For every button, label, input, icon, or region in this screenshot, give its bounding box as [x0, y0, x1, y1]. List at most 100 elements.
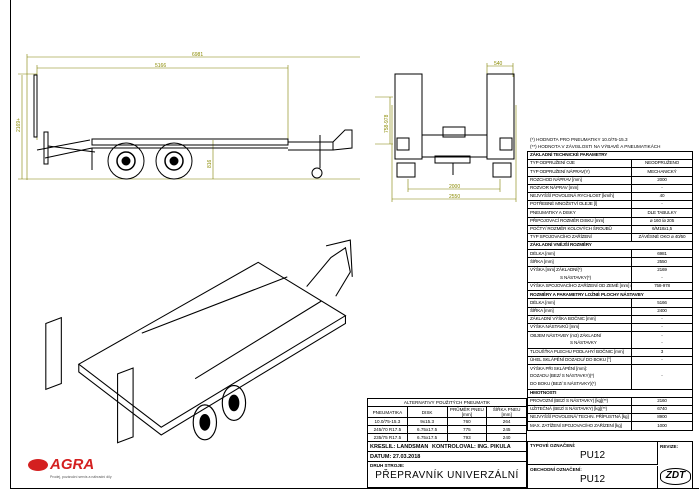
drawn-by: LANDSMAN — [396, 444, 429, 450]
param-label: POČTY/ ROZMĚR KOLOVÝCH ŠROUBŮ — [528, 225, 632, 233]
date-row: DATUM: 27.03.2018 — [368, 452, 526, 462]
param-value: 2160 — [657, 397, 667, 403]
param-value: ZÁVĚSNÉ OKO ø 40/50 — [638, 234, 686, 240]
param-label: DÉLKA [mm] — [528, 250, 632, 258]
cell: 9x15.3 — [408, 418, 448, 425]
param-value: - — [661, 316, 663, 322]
agra-logo: AGRA Prodej, pozáruční servis a náhradní… — [28, 457, 138, 483]
param-label: POTŘEBNÉ MNOŽSTVÍ OLEJE [l] — [528, 201, 632, 209]
param-value: 758-978 — [654, 283, 670, 289]
ramp-width-dim: 540 — [494, 61, 503, 67]
param-value: 3 — [660, 348, 664, 354]
param-value: 6/M18x1,5 — [651, 225, 673, 231]
trade-designation-label: OBCHODNÍ OZNAČENÍ: — [530, 467, 582, 472]
param-label: VÝŠKA NÁSTAVKŮ [mm] — [528, 323, 632, 332]
cell: 264 — [502, 419, 511, 424]
param-value: - — [661, 185, 663, 191]
param-value: 2169 — [657, 267, 667, 273]
param-label: ROZVOR NÁPRAV [mm] — [528, 184, 632, 192]
technical-parameters-table: ZÁKLADNÍ TECHNICKÉ PARAMETRY TYP ODPRUŽE… — [527, 151, 693, 432]
param-value: - — [661, 373, 663, 379]
param-label-line: VÝŠKA PŘI SKLÁPĚNÍ [mm]: — [530, 365, 587, 371]
note-2: (**) HODNOTA V ZÁVISLOSTI NA VÝBAVĚ A PN… — [530, 144, 661, 149]
param-label-line: DO BOKU (BEZ/ S NÁSTAVKY)(*) — [530, 381, 596, 387]
param-value: DLE TABULKY — [647, 209, 677, 215]
tyre-alternatives-table: ALTERNATIVY POUŽITÝCH PNEUMATIK PNEUMATI… — [367, 398, 527, 488]
header-cell: ŠÍŘKA PNEU [mm] — [492, 407, 521, 417]
agra-name: AGRA — [50, 456, 95, 473]
param-value: 5166 — [657, 299, 667, 305]
wheel-icon — [107, 142, 193, 180]
agra-tagline: Prodej, pozáruční servis a náhradní díly — [50, 475, 112, 479]
header-cell: DISK — [408, 407, 448, 417]
param-label-line: S NÁSTAVKY — [570, 340, 597, 346]
date-label: DATUM: — [370, 454, 392, 460]
cell: 10.0/75-15.3 — [368, 418, 408, 425]
param-value: 40 — [659, 193, 665, 199]
param-label: PROVOZNÍ (BEZ/ S NÁSTAVKY) [kg](**) — [528, 397, 632, 405]
machine-type-label: DRUH STROJE: — [370, 463, 405, 468]
param-value: 2400 — [657, 307, 667, 313]
height-dim: 2169+ — [16, 118, 22, 132]
param-label: OBJEM NÁSTAVBY (m3) ZÁKLADNÍ S NÁSTAVKY — [528, 332, 632, 348]
note-1: (*) HODNOTA PRO PNEUMATIKY 10.0/75-15.3 — [530, 137, 628, 142]
param-value: 1000 — [657, 423, 667, 429]
agra-logo-emblem — [28, 459, 48, 471]
param-label: TLOUŠŤKA PLECHU PODLAHY/ BOČNIC [mm] — [528, 348, 632, 356]
param-label: DÉLKA [mm] — [528, 299, 632, 307]
header-cell: PNEUMATIKA — [368, 407, 408, 417]
param-label: UŽITEČNÁ (BEZ/ S NÁSTAVKY) [kg](**) — [528, 405, 632, 414]
param-label: NEJVYŠŠÍ POVOLENÁ/ TECHN. PŘÍPUSTNÁ [kg] — [528, 414, 632, 422]
cell: 793 — [448, 434, 488, 441]
param-value: - — [661, 201, 663, 207]
trade-designation: PU12 — [579, 474, 605, 485]
param-value: - — [661, 357, 663, 363]
type-designation-label: TYPOVÉ OZNAČENÍ: — [530, 443, 576, 448]
param-label: VÝŠKA SPOJOVACÍHO ZAŘÍZENÍ OD ZEMĚ [mm] … — [530, 283, 632, 291]
param-label: ŠÍŘKA [mm] — [528, 258, 632, 266]
param-label-line: VÝŠKA [mm] ZÁKLADNÍ(*) — [530, 267, 582, 273]
param-value: 6740 — [657, 406, 667, 412]
param-value: 2000 — [657, 176, 667, 182]
param-value: 2550 — [657, 258, 667, 264]
table-caption: ALTERNATIVY POUŽITÝCH PNEUMATIK — [368, 399, 526, 407]
type-designation: PU12 — [579, 450, 605, 461]
cell: 6.75x17.5 — [408, 426, 448, 433]
cell: 245/70 R17.5 — [368, 426, 408, 433]
front-view-drawing: 540 2000 2550 758-978 — [375, 61, 517, 202]
notes: (*) HODNOTA PRO PNEUMATIKY 10.0/75-15.3 … — [530, 136, 660, 150]
section-heading: ZÁKLADNÍ TECHNICKÉ PARAMETRY — [530, 152, 608, 158]
section-heading: HMOTNOSTI — [530, 389, 557, 395]
drawing-frame-bottom — [10, 488, 699, 489]
side-view-drawing: 6981 5166 2169+ 816 — [16, 52, 360, 180]
designation-block: TYPOVÉ OZNAČENÍ: PU12 REVIZE: OBCHODNÍ O… — [527, 441, 693, 489]
param-value: - — [661, 340, 663, 346]
cell: 775 — [448, 426, 488, 433]
bed-length-dim: 5166 — [155, 63, 166, 69]
machine-type: PŘEPRAVNÍK UNIVERZÁLNÍ — [375, 470, 519, 481]
machine-type-cell: DRUH STROJE: PŘEPRAVNÍK UNIVERZÁLNÍ — [368, 462, 526, 487]
checked-label: KONTROLOVAL: — [432, 444, 476, 450]
param-label-line: S NÁSTAVKY(*) — [560, 274, 592, 280]
param-label: VÝŠKA PŘI SKLÁPĚNÍ [mm]:DOZADU (BEZ/ S N… — [528, 364, 632, 389]
drawing-frame-left — [10, 0, 11, 489]
param-label-line: OBJEM NÁSTAVBY (m3) ZÁKLADNÍ — [530, 332, 602, 338]
drawn-checked-row: KRESLIL: LANDSMAN KONTROLOVAL: ING. PIKU… — [368, 442, 526, 452]
zdt-logo: ZDT — [660, 468, 691, 485]
header-cell: PRŮMĚR PNEU [mm] — [448, 407, 488, 417]
width-dim: 2550 — [449, 194, 460, 200]
param-label: PNEUMATIKY A DISKY — [528, 209, 632, 217]
section-heading: ROZMĚRY A PARAMETRY LOŽNÉ PLOCHY NÁSTAVB… — [530, 291, 644, 297]
cell: 245 — [502, 427, 511, 432]
param-label: ŠÍŘKA [mm] — [528, 307, 632, 315]
param-value: - — [661, 274, 663, 280]
param-value: - — [661, 324, 663, 330]
hitch-height-dim: 816 — [207, 159, 213, 168]
param-value: NEODPRUŽENO — [644, 160, 680, 166]
param-value: ø 160 /ø 205 — [649, 217, 675, 223]
param-label: TYP SPOJOVACÍHO ZAŘÍZENÍ — [528, 233, 632, 242]
overall-length-dim: 6981 — [192, 52, 203, 58]
